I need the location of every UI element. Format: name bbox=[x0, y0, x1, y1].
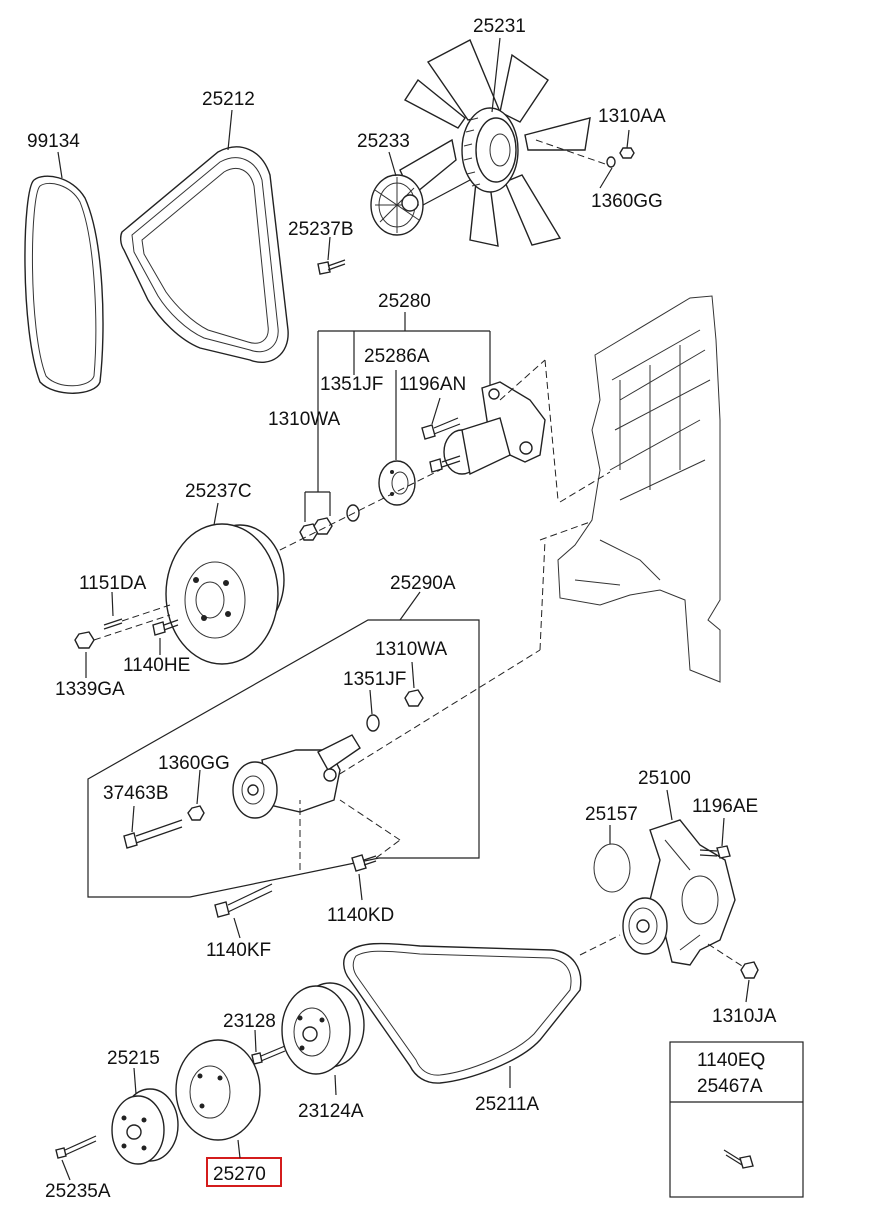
label-1351JF-mid: 1351JF bbox=[343, 669, 406, 690]
label-1360GG-top: 1360GG bbox=[591, 191, 663, 212]
belt-25212 bbox=[119, 146, 289, 364]
belt-99134 bbox=[24, 175, 104, 394]
label-23128: 23128 bbox=[223, 1011, 276, 1032]
label-25280: 25280 bbox=[378, 291, 431, 312]
label-99134: 99134 bbox=[27, 131, 80, 152]
nut-1310WA-mid bbox=[404, 689, 424, 707]
label-25233: 25233 bbox=[357, 131, 410, 152]
nut-1310AA bbox=[619, 147, 635, 159]
label-25157: 25157 bbox=[585, 804, 638, 825]
inset-bolt bbox=[723, 1149, 754, 1169]
label-1196AN: 1196AN bbox=[399, 374, 466, 395]
label-25235A: 25235A bbox=[45, 1181, 111, 1202]
bolt-37463B bbox=[123, 819, 183, 849]
bolt-25235A bbox=[55, 1135, 97, 1159]
label-25237B: 25237B bbox=[288, 219, 354, 240]
pulley-23124A bbox=[281, 982, 365, 1075]
washer-1351JF-mid bbox=[366, 714, 380, 732]
pulley-25215 bbox=[111, 1088, 179, 1165]
water-pump bbox=[622, 819, 736, 966]
bolt-1140HE bbox=[152, 619, 179, 636]
damper-25270 bbox=[175, 1039, 261, 1141]
highlight-box-25270 bbox=[206, 1157, 282, 1187]
engine-block bbox=[557, 295, 721, 683]
nut-1310JA bbox=[740, 961, 759, 979]
fan-clutch bbox=[370, 174, 424, 236]
label-25237C: 25237C bbox=[185, 481, 252, 502]
label-1339GA: 1339GA bbox=[55, 679, 125, 700]
label-1351JF-top: 1351JF bbox=[320, 374, 383, 395]
stud-bolt bbox=[429, 455, 461, 473]
label-25270[interactable]: 25270 bbox=[213, 1164, 266, 1185]
label-1196AE: 1196AE bbox=[692, 796, 758, 817]
bolt-23128 bbox=[251, 1045, 286, 1065]
label-1140KF: 1140KF bbox=[206, 940, 271, 961]
label-1140KD: 1140KD bbox=[327, 905, 394, 926]
label-25211A: 25211A bbox=[475, 1094, 539, 1115]
label-25100: 25100 bbox=[638, 768, 691, 789]
label-1151DA: 1151DA bbox=[79, 573, 147, 594]
bolt-1151DA bbox=[103, 604, 171, 630]
label-1310JA: 1310JA bbox=[712, 1006, 777, 1027]
inset-label-1140EQ: 1140EQ bbox=[697, 1050, 765, 1071]
label-1360GG-mid: 1360GG bbox=[158, 753, 230, 774]
label-25286A: 25286A bbox=[364, 346, 430, 367]
bolt-1196AN bbox=[421, 417, 461, 440]
inset-box: 1140EQ 25467A bbox=[669, 1041, 804, 1198]
bolt-1140KF bbox=[214, 800, 301, 918]
tensioner-pulley bbox=[232, 734, 361, 819]
label-23124A: 23124A bbox=[298, 1101, 364, 1122]
label-25215: 25215 bbox=[107, 1048, 160, 1069]
label-1310WA-mid: 1310WA bbox=[375, 639, 447, 660]
belt-25211A bbox=[343, 942, 582, 1084]
label-25212: 25212 bbox=[202, 89, 255, 110]
washer-1360GG-top bbox=[606, 156, 616, 168]
nut-1339GA bbox=[74, 614, 171, 649]
label-25290A: 25290A bbox=[390, 573, 456, 594]
label-25231: 25231 bbox=[473, 16, 526, 37]
label-1140HE: 1140HE bbox=[123, 655, 190, 676]
hub-25286A bbox=[378, 460, 416, 506]
idler-bracket bbox=[443, 381, 546, 476]
bolt-1196AE bbox=[699, 845, 731, 859]
label-1310AA: 1310AA bbox=[598, 106, 666, 127]
washer-1360GG-mid bbox=[187, 805, 205, 821]
bolt-1140KD bbox=[339, 799, 401, 872]
pulley-25237C bbox=[165, 523, 285, 665]
gasket-25157 bbox=[593, 843, 631, 893]
label-37463B: 37463B bbox=[103, 783, 169, 804]
bolt-25237B bbox=[317, 259, 346, 275]
cooling-fan bbox=[399, 39, 591, 247]
label-1310WA-top: 1310WA bbox=[268, 409, 340, 430]
inset-label-25467A: 25467A bbox=[697, 1076, 763, 1097]
nuts-1310WA-top bbox=[299, 517, 333, 541]
